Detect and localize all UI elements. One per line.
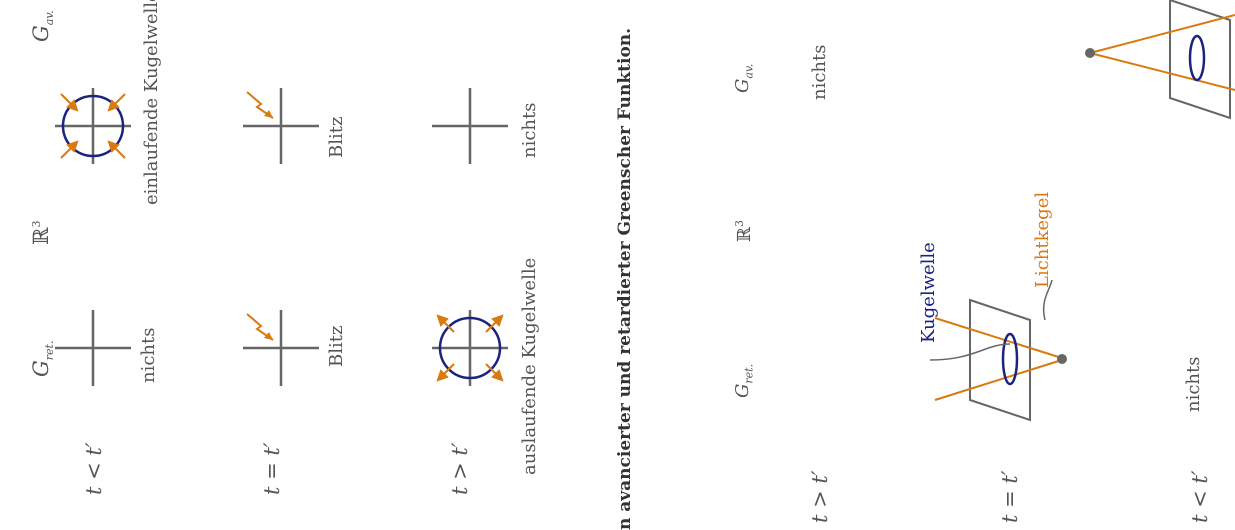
st-header-r3: ℝ3	[734, 220, 754, 242]
st-top-nothing: nichts	[811, 45, 829, 101]
cross-icon	[55, 310, 131, 386]
flash-cross-icon-av	[243, 88, 319, 164]
advanced-row-1: einlaufende Kugelwelle	[143, 0, 161, 205]
st-header-g-ret: Gret.	[734, 364, 755, 398]
advanced-row-3: nichts	[521, 103, 539, 159]
lightcone-past	[1080, 0, 1235, 120]
retarded-row-2: Blitz	[328, 326, 346, 367]
st-header-g-av: Gav.	[734, 64, 755, 93]
header-r3: ℝ3	[31, 221, 52, 245]
condition-row-2: t = t′	[262, 442, 283, 495]
header-g-av: Gav.	[31, 10, 55, 42]
retarded-row-3: auslaufende Kugelwelle	[521, 258, 539, 475]
label-kugelwelle: Kugelwelle	[920, 242, 938, 343]
incoming-wave-icon	[55, 88, 131, 164]
condition-row-1: t < t′	[84, 442, 105, 495]
st-condition-2: t = t′	[1000, 470, 1021, 523]
label-lichtkegel: Lichtkegel	[1034, 192, 1052, 288]
retarded-row-1: nichts	[140, 328, 158, 384]
figure-caption: n avancierter und retardierter Greensche…	[617, 28, 634, 530]
st-condition-1: t > t′	[810, 470, 831, 523]
condition-row-3: t > t′	[450, 442, 471, 495]
header-g-ret: Gret.	[31, 341, 55, 377]
st-bottom-nothing: nichts	[1185, 357, 1203, 413]
flash-cross-icon	[243, 310, 319, 386]
outgoing-wave-icon	[432, 310, 508, 386]
cross-icon-av	[432, 88, 508, 164]
advanced-row-2: Blitz	[328, 117, 346, 158]
st-condition-3: t < t′	[1190, 470, 1211, 523]
